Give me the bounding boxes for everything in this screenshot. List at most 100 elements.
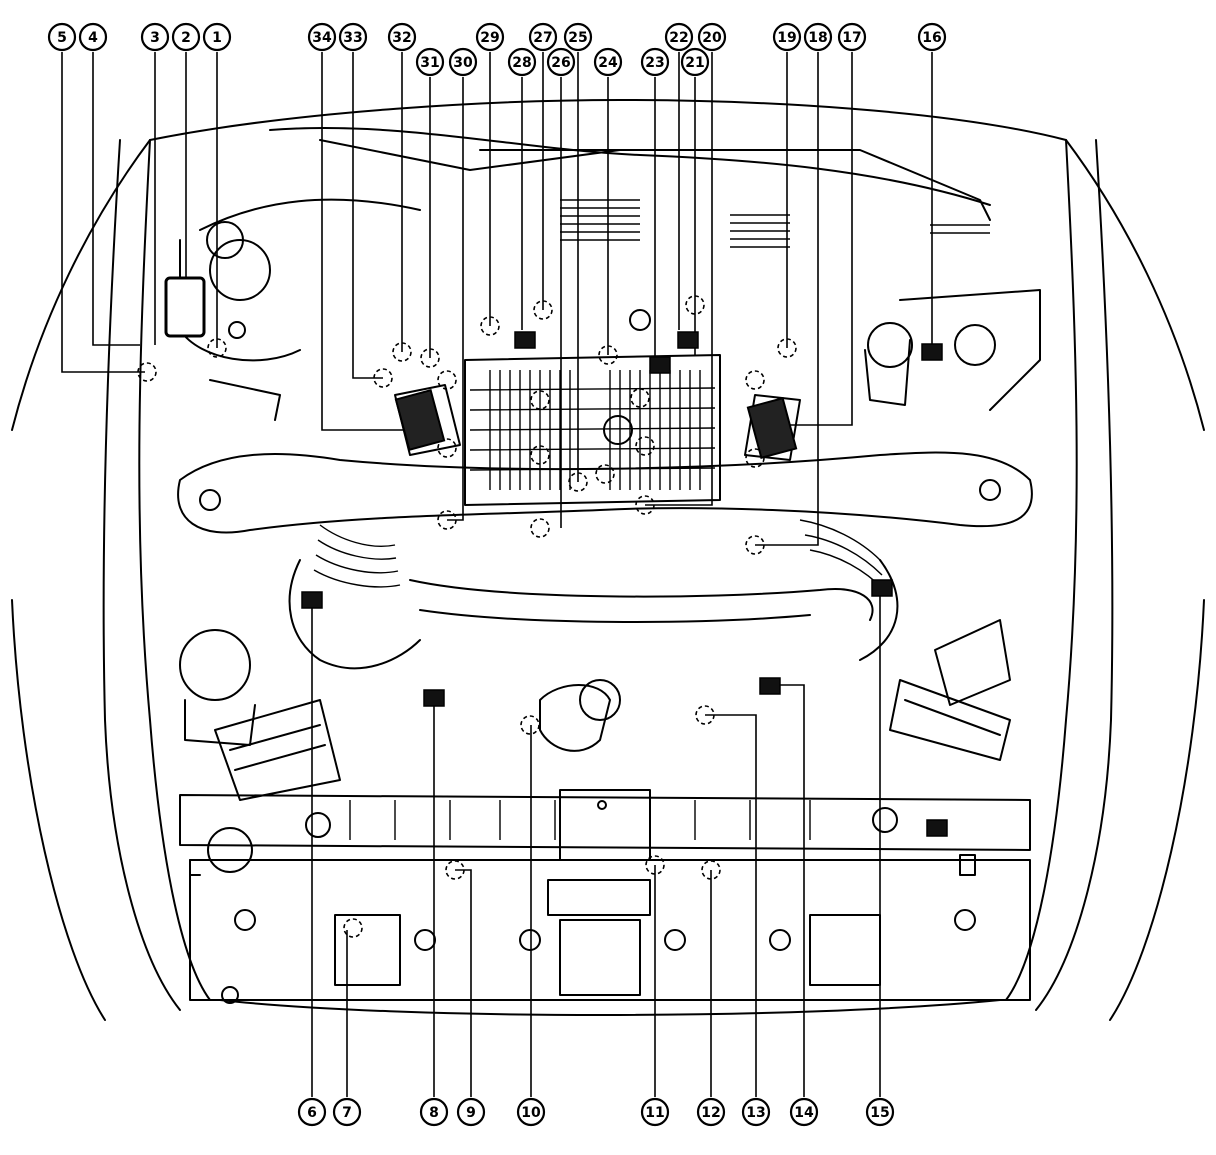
leader-line-5 [61,52,145,373]
callout-19: 19 [772,22,802,52]
dashed-connector-circle [745,370,765,390]
callout-label: 8 [429,1105,439,1121]
callout-label: 25 [568,30,587,46]
callout-8: 8 [419,1097,449,1127]
callout-circle [516,1097,546,1127]
callout-circle [419,1097,449,1127]
callout-label: 15 [870,1105,889,1121]
callout-circle [47,22,77,52]
callout-label: 3 [150,30,160,46]
callout-12: 12 [696,1097,726,1127]
leader-line-33 [352,52,383,379]
dashed-connector-circle [520,715,540,735]
callout-label: 5 [57,30,67,46]
callout-circle [696,1097,726,1127]
harness-connector [921,343,943,361]
callout-label: 14 [794,1105,814,1121]
callout-label: 28 [512,55,531,71]
engine-bay-line-art [11,99,1205,1021]
callout-label: 2 [181,30,191,46]
dashed-connector-circle [437,370,457,390]
callout-label: 11 [645,1105,664,1121]
callout-circle [803,22,833,52]
fuse-box-outline [164,276,206,338]
callout-circle [202,22,232,52]
callout-circle [415,47,445,77]
callout-circle [338,22,368,52]
callout-17: 17 [837,22,867,52]
callout-circle [837,22,867,52]
callout-label: 21 [685,55,704,71]
callout-7: 7 [332,1097,362,1127]
callout-16: 16 [917,22,947,52]
callout-label: 30 [453,55,473,71]
dashed-connector-circle [343,918,363,938]
callout-circle [789,1097,819,1127]
callout-circle [387,22,417,52]
callout-circle [332,1097,362,1127]
callout-23: 23 [640,47,670,77]
callout-circle [140,22,170,52]
callout-label: 29 [480,30,499,46]
leader-lines [61,52,933,1097]
harness-connector [301,591,323,609]
dashed-connector-circle [530,390,550,410]
callout-label: 27 [533,30,552,46]
callout-14: 14 [789,1097,819,1127]
callout-1: 1 [202,22,232,52]
callout-label: 6 [307,1105,317,1121]
ignition-coil-connector [394,389,446,451]
leader-line-17 [780,52,853,426]
callout-circle [475,22,505,52]
callout-label: 7 [342,1105,352,1121]
callout-label: 23 [645,55,664,71]
callout-10: 10 [516,1097,546,1127]
callout-circle [507,47,537,77]
callout-circle [593,47,623,77]
leader-line-9 [455,869,472,1097]
callout-33: 33 [338,22,368,52]
callout-circle [697,22,727,52]
harness-connector [514,331,536,349]
harness-connector [677,331,699,349]
callout-label: 24 [598,55,618,71]
callout-circle [307,22,337,52]
callout-2: 2 [171,22,201,52]
callout-25: 25 [563,22,593,52]
callout-26: 26 [546,47,576,77]
callout-circle [456,1097,486,1127]
harness-connector [649,356,671,374]
callout-circle [772,22,802,52]
callout-label: 10 [521,1105,541,1121]
callout-11: 11 [640,1097,670,1127]
callout-label: 33 [343,30,362,46]
leader-line-18 [755,52,819,546]
callout-label: 16 [922,30,941,46]
callout-circle [680,47,710,77]
callout-22: 22 [664,22,694,52]
dashed-connector-circle [437,438,457,458]
callout-21: 21 [680,47,710,77]
callout-label: 17 [842,30,861,46]
dashed-connector-circle [530,445,550,465]
ignition-coil-connector [746,397,798,459]
callout-15: 15 [865,1097,895,1127]
harness-connector [926,819,948,837]
callout-31: 31 [415,47,445,77]
callout-label: 4 [88,30,98,46]
harness-connector [423,689,445,707]
dashed-connector-circle [630,388,650,408]
callout-circle [640,1097,670,1127]
dashed-connector-circle [595,464,615,484]
callout-label: 31 [420,55,439,71]
callout-circle [865,1097,895,1127]
callout-label: 20 [702,30,722,46]
leader-line-13 [705,714,757,1097]
callout-label: 13 [746,1105,765,1121]
callout-label: 18 [808,30,827,46]
callout-24: 24 [593,47,623,77]
leader-line-20 [645,52,713,506]
callout-label: 22 [669,30,688,46]
